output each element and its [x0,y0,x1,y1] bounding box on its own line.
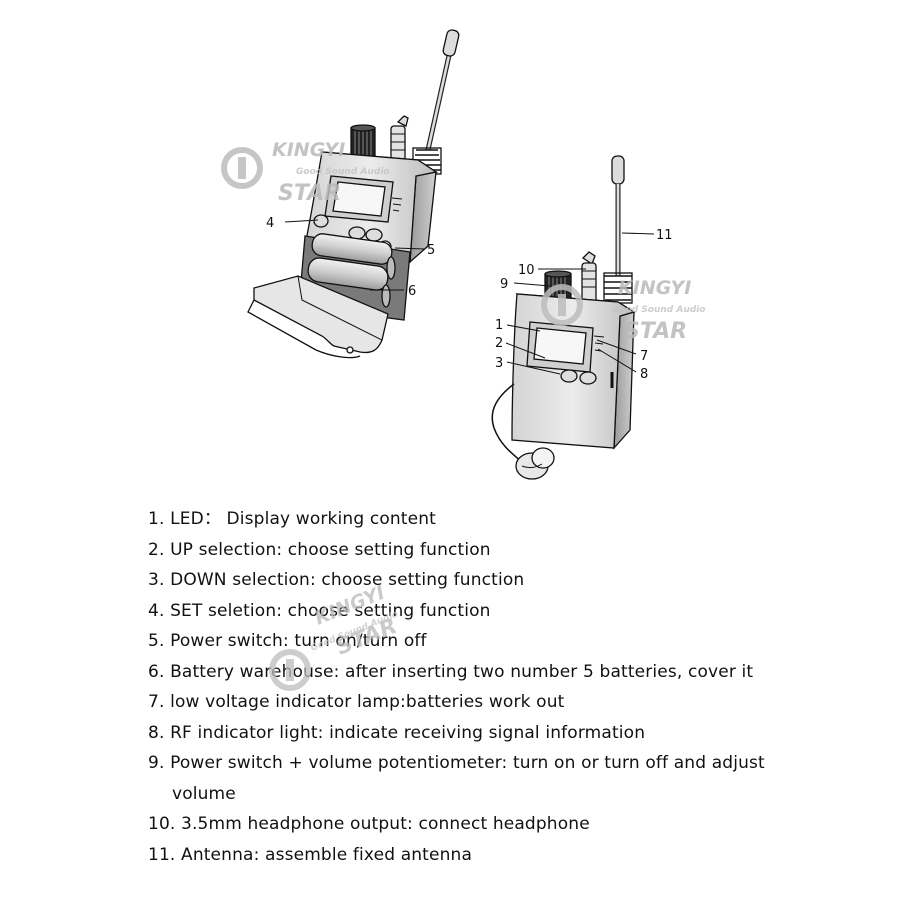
device-open-battery [247,29,460,359]
svg-text:Good Sound Audio: Good Sound Audio [612,305,705,315]
svg-text:KINGYI: KINGYI [618,277,691,299]
callout-4: 4 [266,216,274,231]
svg-text:KINGYI: KINGYI [272,139,345,161]
callout-10: 10 [518,263,535,278]
svg-text:STAR: STAR [624,319,687,344]
watermark-logo-top: KINGYI Good Sound Audio STAR [221,139,389,206]
antenna-right [603,155,633,304]
earphone [515,447,555,480]
legend-item-4: 4. SET seletion: choose setting function [148,600,491,621]
legend-item-9-text: 9. Power switch + volume potentiometer: … [148,753,765,773]
legend-item-1: 1. LED： Display working content [148,509,436,529]
battery-1 [311,233,393,265]
legend-item-10: 10. 3.5mm headphone output: connect head… [148,814,590,834]
svg-text:STAR: STAR [278,181,341,206]
callout-2: 2 [495,336,503,351]
legend-item-11: 11. Antenna: assemble fixed antenna [148,844,473,865]
callout-5: 5 [427,243,435,258]
earphone-cable [491,383,523,463]
device-closed [491,155,636,480]
callout-1: 1 [495,318,503,333]
callout-6: 6 [408,284,416,299]
receiver-diagram: 4 5 6 1 2 3 7 8 9 10 11 KINGYI Good Soun… [221,29,705,480]
legend-list: 1. LED： Display working content 2. UP se… [148,504,868,870]
legend-item-9: 9. Power switch + volume potentiometer: … [148,748,868,809]
battery-door [253,275,389,354]
callout-8: 8 [640,367,648,382]
antenna-left [412,29,460,175]
leader-lines [284,219,655,375]
legend-item-7: 7. low voltage indicator lamp:batteries … [148,692,565,712]
legend-item-3: 3. DOWN selection: choose setting functi… [148,570,525,590]
callout-11: 11 [656,228,673,243]
legend-item-9-continuation: volume [172,783,236,804]
callout-3: 3 [495,356,503,371]
callout-9: 9 [500,277,508,292]
legend-item-2: 2. UP selection: choose setting function [148,539,491,560]
callout-7: 7 [640,349,648,364]
volume-knob-left [350,124,376,159]
legend-item-5: 5. Power switch: turn on/turn off [148,631,427,651]
legend-item-6: 6. Battery warehouse: after inserting tw… [148,661,754,682]
legend-item-8: 8. RF indicator light: indicate receivin… [148,722,646,743]
svg-text:Good Sound Audio: Good Sound Audio [296,167,389,177]
battery-2 [307,257,389,291]
watermark-logo-right: KINGYI Good Sound Audio STAR [541,277,705,344]
headphone-jack-right [581,251,597,304]
